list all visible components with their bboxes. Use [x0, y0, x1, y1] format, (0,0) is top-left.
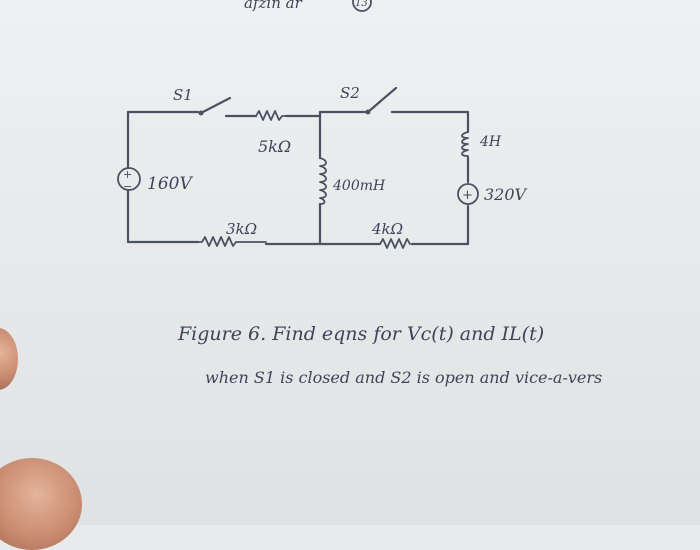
- resistor-4k: [379, 238, 411, 249]
- label-inductor-4h: 4H: [479, 134, 502, 150]
- caption-line-2: when S1 is closed and S2 is open and vic…: [205, 368, 602, 387]
- source-left-minus: −: [123, 180, 132, 193]
- voltage-source-160v: [117, 167, 141, 191]
- label-resistor-5k: 5kΩ: [258, 137, 291, 156]
- switch-s1: [198, 96, 232, 116]
- notebook-paper: [0, 0, 700, 525]
- circuit-diagram: afzin ar 13 S1 S2 5kΩ + − 160V 3kΩ 400m: [117, 0, 602, 387]
- inductor-400mh: [319, 157, 327, 205]
- label-inductor-400mh: 400mH: [332, 178, 386, 194]
- label-s2: S2: [340, 84, 360, 102]
- switch-s2: [365, 86, 398, 115]
- label-source-160v: 160V: [147, 174, 193, 194]
- inductor-4h: [461, 131, 469, 159]
- wire-bottom-right: [410, 204, 470, 246]
- source-right-plus: +: [462, 188, 473, 203]
- finger-upper: [0, 328, 18, 390]
- wire-left-lower: [126, 188, 200, 244]
- label-resistor-3k: 3kΩ: [226, 220, 257, 238]
- header-scribble: afzin ar: [244, 0, 303, 12]
- resistor-3k: [197, 236, 267, 247]
- wire-s2-to-right: [390, 110, 470, 134]
- source-left-plus: +: [123, 168, 132, 181]
- label-source-320v: 320V: [484, 185, 528, 204]
- label-s1: S1: [173, 86, 193, 104]
- header-circled-number: 13: [355, 0, 368, 9]
- resistor-5k: [255, 110, 287, 121]
- caption-line-1: Figure 6. Find eqns for Vc(t) and IL(t): [177, 323, 544, 345]
- header-circle: [352, 0, 372, 12]
- label-resistor-4k: 4kΩ: [371, 220, 403, 238]
- voltage-source-320v: [457, 183, 479, 205]
